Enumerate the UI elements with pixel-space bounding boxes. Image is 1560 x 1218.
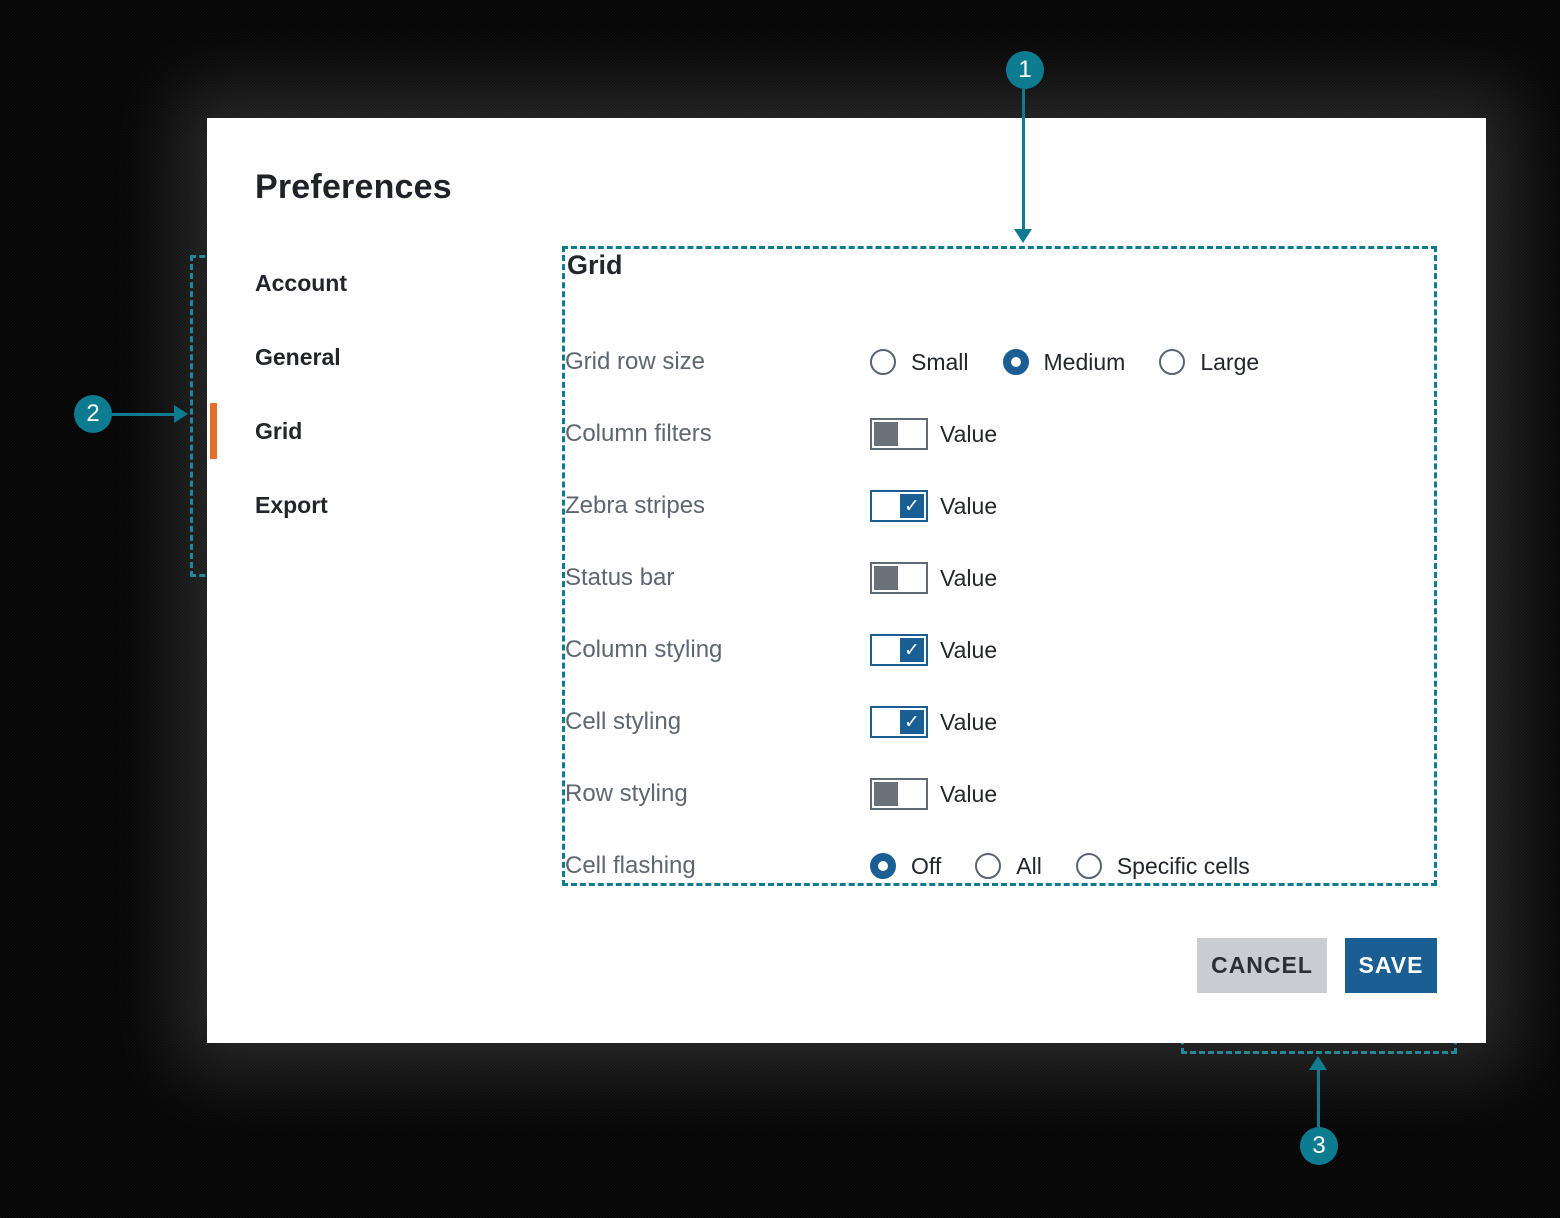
toggle-value-label: Value — [940, 780, 998, 807]
settings-row: Status bar Value — [565, 556, 1425, 600]
setting-label: Cell styling — [565, 708, 682, 735]
radio-label: Specific cells — [1116, 852, 1250, 879]
checkmark-icon: ✓ — [900, 494, 924, 518]
setting-label: Column filters — [565, 420, 712, 447]
toggle-value-label: Value — [940, 564, 998, 591]
radio-unselected-icon[interactable] — [1075, 853, 1102, 879]
radio-option-specific-cells[interactable]: Specific cells — [1075, 852, 1250, 880]
radio-label: Large — [1200, 348, 1260, 375]
toggle-value-label: Value — [940, 708, 998, 735]
toggle-checkbox-off[interactable] — [870, 418, 928, 450]
toggle-value-label: Value — [940, 492, 998, 519]
setting-label: Grid row size — [565, 348, 706, 375]
radio-option-large[interactable]: Large — [1159, 349, 1259, 376]
radio-label: Off — [911, 852, 942, 879]
toggle-checkbox-on[interactable]: ✓ — [870, 490, 928, 522]
setting-control: ✓ Value — [870, 706, 997, 738]
cancel-button[interactable]: CANCEL — [1197, 938, 1327, 993]
settings-row: Cell styling ✓ Value — [565, 700, 1425, 744]
callout-2-arrow-right-icon — [174, 405, 188, 423]
toggle-checkbox-off[interactable] — [870, 778, 928, 810]
setting-control: ✓ Value — [870, 490, 997, 522]
settings-row: Column styling ✓ Value — [565, 628, 1425, 672]
toggle-knob — [874, 566, 898, 590]
settings-row: Cell flashing Off All Specific cells — [565, 844, 1425, 888]
setting-control: ✓ Value — [870, 634, 997, 666]
toggle-checkbox-off[interactable] — [870, 562, 928, 594]
radio-selected-icon[interactable] — [1002, 349, 1029, 375]
callout-3-arrow-up-icon — [1309, 1056, 1327, 1070]
radio-label: Medium — [1043, 348, 1126, 375]
save-button[interactable]: SAVE — [1345, 938, 1437, 993]
callout-1-badge: 1 — [1006, 51, 1044, 89]
radio-selected-icon[interactable] — [870, 853, 896, 879]
toggle-knob — [874, 422, 898, 446]
radio-label: Small — [911, 348, 969, 375]
radio-option-off[interactable]: Off — [870, 853, 941, 880]
settings-row: Zebra stripes ✓ Value — [565, 484, 1425, 528]
radio-unselected-icon[interactable] — [870, 349, 896, 375]
toggle-knob — [874, 782, 898, 806]
settings-row: Column filters Value — [565, 412, 1425, 456]
callout-3-badge: 3 — [1300, 1127, 1338, 1165]
setting-control: Small Medium Large — [870, 349, 1293, 376]
panel-heading: Grid — [567, 250, 623, 280]
callout-1-arrow-down-icon — [1014, 229, 1032, 243]
callout-1-line — [1022, 89, 1025, 229]
settings-row: Grid row size Small Medium Large — [565, 340, 1425, 384]
callout-3-line — [1317, 1070, 1320, 1127]
sidebar-active-indicator — [210, 403, 217, 459]
setting-label: Zebra stripes — [565, 492, 706, 519]
setting-control: Value — [870, 562, 997, 594]
toggle-checkbox-on[interactable]: ✓ — [870, 634, 928, 666]
setting-control: Value — [870, 418, 997, 450]
callout-2-line — [112, 413, 175, 416]
setting-label: Cell flashing — [565, 852, 696, 879]
setting-label: Row styling — [565, 780, 688, 807]
page-title: Preferences — [255, 168, 452, 206]
radio-option-small[interactable]: Small — [870, 349, 969, 376]
radio-option-all[interactable]: All — [975, 853, 1042, 880]
sidebar-item-general[interactable]: General — [255, 344, 341, 370]
callout-2-badge: 2 — [74, 395, 112, 433]
setting-label: Column styling — [565, 636, 723, 663]
radio-unselected-icon[interactable] — [1159, 349, 1186, 375]
toggle-value-label: Value — [940, 636, 998, 663]
setting-control: Value — [870, 778, 997, 810]
toggle-checkbox-on[interactable]: ✓ — [870, 706, 928, 738]
setting-label: Status bar — [565, 564, 675, 591]
checkmark-icon: ✓ — [900, 710, 924, 734]
toggle-value-label: Value — [940, 420, 998, 447]
sidebar-item-export[interactable]: Export — [255, 492, 328, 518]
settings-row: Row styling Value — [565, 772, 1425, 816]
radio-unselected-icon[interactable] — [975, 853, 1002, 879]
setting-control: Off All Specific cells — [870, 853, 1284, 880]
sidebar-item-grid-active[interactable]: Grid — [255, 418, 303, 444]
radio-option-medium[interactable]: Medium — [1002, 348, 1126, 376]
radio-label: All — [1016, 852, 1042, 879]
sidebar-item-account[interactable]: Account — [255, 270, 347, 296]
checkmark-icon: ✓ — [900, 638, 924, 662]
